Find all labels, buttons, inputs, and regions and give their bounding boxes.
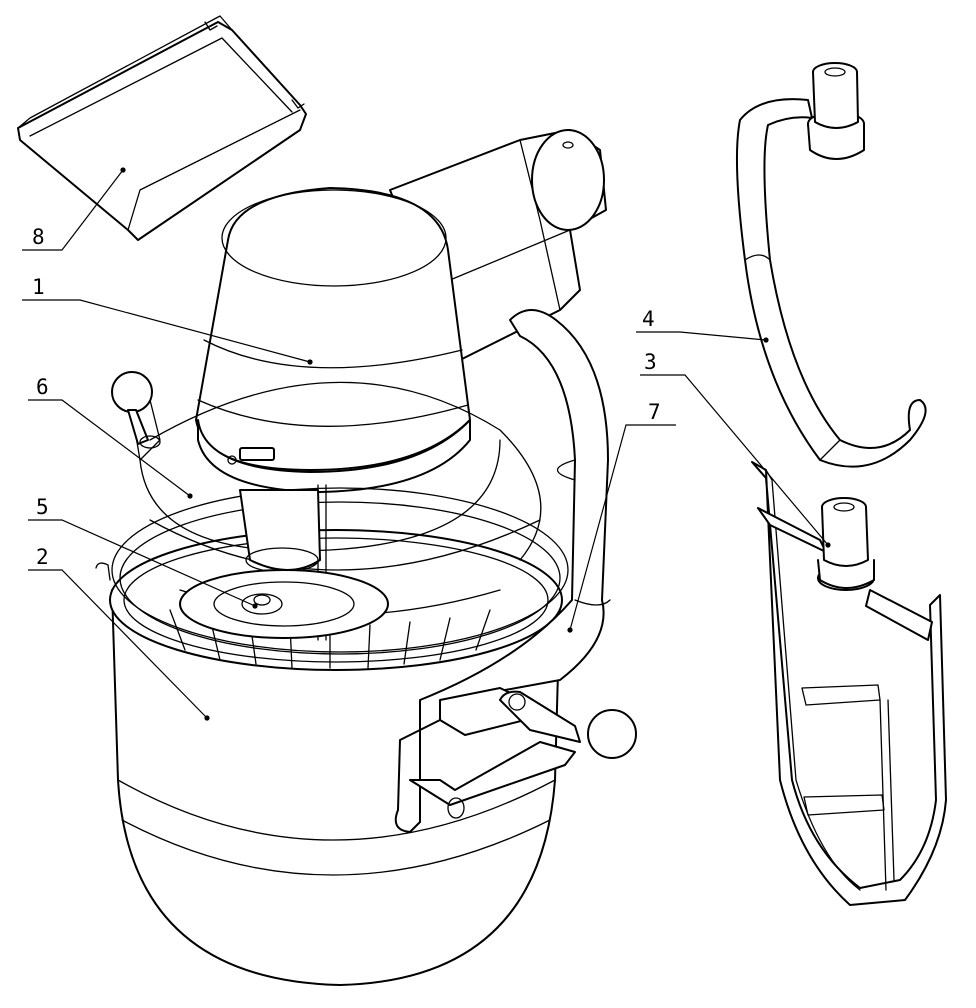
part-1-head-cover xyxy=(195,187,471,493)
callout-8: 8 xyxy=(32,225,45,249)
callout-6: 6 xyxy=(36,375,49,399)
callout-2: 2 xyxy=(36,545,49,569)
left-handle-knob xyxy=(111,371,161,449)
callout-7: 7 xyxy=(648,400,661,424)
callout-3: 3 xyxy=(644,350,657,374)
part-8-tray xyxy=(17,15,307,241)
callout-1: 1 xyxy=(32,275,45,299)
callout-5: 5 xyxy=(36,495,49,519)
part-7-bowl-arm xyxy=(394,309,637,833)
part-4-hook xyxy=(735,62,927,468)
callout-4: 4 xyxy=(642,307,655,331)
leader-lines xyxy=(22,167,831,721)
callout-labels: 8 1 6 5 2 7 4 3 xyxy=(32,225,661,569)
part-5-coupling xyxy=(179,489,389,639)
part-3-beater xyxy=(751,461,947,906)
